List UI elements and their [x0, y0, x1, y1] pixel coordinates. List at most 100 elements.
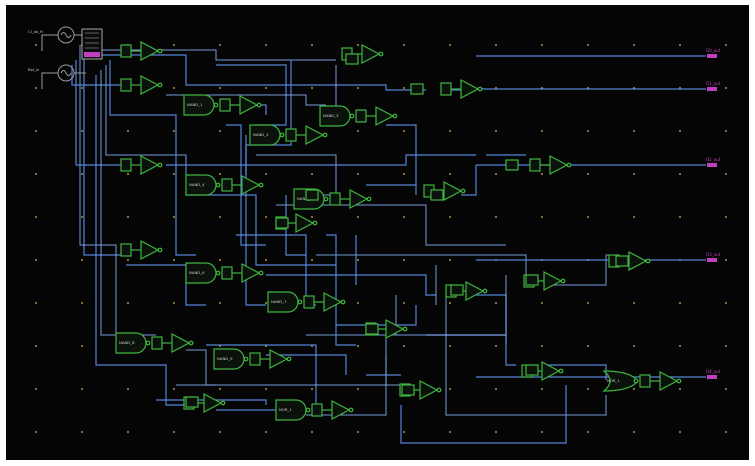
node-box[interactable] [525, 274, 539, 286]
input-label: Cl_ok_H [28, 29, 43, 34]
grid-dot [587, 216, 589, 218]
node-box[interactable] [505, 159, 519, 171]
logic-gate[interactable]: NAND_3 [319, 105, 355, 127]
buffer-gate[interactable] [355, 106, 398, 126]
clock-block[interactable] [81, 28, 103, 60]
buffer-gate[interactable] [440, 79, 483, 99]
grid-dot [403, 431, 405, 433]
grid-dot [587, 130, 589, 132]
grid-dot [81, 173, 83, 175]
wire [186, 194, 336, 266]
node-box[interactable] [450, 284, 464, 296]
wire [400, 385, 567, 444]
grid-dot [449, 44, 451, 46]
buffer-gate[interactable] [120, 240, 163, 260]
logic-gate[interactable]: NAND_9 [213, 348, 249, 370]
buffer-gate[interactable] [608, 251, 651, 271]
grid-dot [541, 173, 543, 175]
node-box[interactable] [345, 53, 359, 65]
logic-gate[interactable]: NOR_1 [275, 399, 311, 421]
gate-label: NAND_6 [189, 270, 205, 275]
grid-dot [541, 431, 543, 433]
gate-label: NOR_1 [607, 378, 620, 383]
wire [426, 334, 516, 366]
grid-dot [587, 302, 589, 304]
grid-dot [679, 302, 681, 304]
buffer-gate[interactable] [285, 125, 328, 145]
input-source[interactable]: Cl_ok_H [28, 26, 86, 51]
grid-dot [219, 173, 221, 175]
output-pin-marker [707, 87, 717, 91]
buffer-gate[interactable] [423, 181, 466, 201]
output-label: Q2_out [706, 157, 721, 162]
grid-dot [679, 345, 681, 347]
logic-gate[interactable]: NAND_6 [185, 262, 221, 284]
grid-dot [265, 87, 267, 89]
grid-dot [633, 130, 635, 132]
grid-dot [403, 173, 405, 175]
buffer-gate[interactable] [221, 175, 264, 195]
node-box[interactable] [430, 189, 444, 201]
output-pin-marker [707, 375, 717, 379]
output-label: Q3_out [706, 252, 721, 257]
logic-gate[interactable]: NAND_4 [185, 174, 221, 196]
component-layer: NAND_1NAND_2NAND_3NAND_4NAND_5NAND_6NAND… [115, 41, 682, 421]
grid-dot [127, 216, 129, 218]
output-pin[interactable]: Q1_out [706, 81, 721, 91]
grid-dot [311, 259, 313, 261]
node-box[interactable] [365, 323, 379, 335]
grid-dot [357, 302, 359, 304]
wire [366, 184, 417, 195]
wire [461, 165, 477, 196]
grid-dot [265, 216, 267, 218]
buffer-gate[interactable] [303, 292, 346, 312]
node-box[interactable] [615, 255, 629, 267]
buffer-gate[interactable] [639, 371, 682, 391]
node-box[interactable] [305, 189, 319, 201]
buffer-gate[interactable] [221, 263, 264, 283]
logic-gate[interactable]: NOR_1 [602, 370, 639, 392]
wire [245, 60, 292, 175]
logic-gate[interactable]: NAND_8 [115, 332, 151, 354]
node-box[interactable] [401, 384, 415, 396]
buffer-gate[interactable] [249, 349, 292, 369]
logic-gate[interactable]: NAND_1 [183, 94, 219, 116]
output-pin[interactable]: Q2_out [706, 157, 721, 167]
wire [126, 264, 206, 306]
grid-dot [219, 431, 221, 433]
grid-dot [725, 259, 727, 261]
buffer-gate[interactable] [219, 95, 262, 115]
node-box[interactable] [275, 217, 289, 229]
buffer-gate[interactable] [120, 155, 163, 175]
gate-label: NAND_9 [217, 356, 233, 361]
wire [109, 60, 196, 256]
output-pin[interactable]: Q4_out [706, 369, 721, 379]
buffer-gate[interactable] [329, 189, 372, 209]
logic-gate[interactable]: NAND_2 [249, 124, 285, 146]
buffer-gate[interactable] [151, 333, 194, 353]
grid-dot [127, 130, 129, 132]
buffer-gate[interactable] [311, 400, 354, 420]
circuit-schematic[interactable]: NAND_1NAND_2NAND_3NAND_4NAND_5NAND_6NAND… [6, 5, 749, 460]
node-box[interactable] [410, 83, 424, 95]
grid-dot [127, 431, 129, 433]
output-pin-marker [707, 163, 717, 167]
grid-dot [357, 259, 359, 261]
output-pin-marker [707, 54, 717, 58]
buffer-gate[interactable] [120, 41, 163, 61]
node-box[interactable] [525, 364, 539, 376]
node-box[interactable] [185, 396, 199, 408]
buffer-gate[interactable] [120, 75, 163, 95]
grid-dot [35, 431, 37, 433]
grid-dot [587, 431, 589, 433]
buffer-gate[interactable] [529, 155, 572, 175]
output-pin[interactable]: Q3_out [706, 252, 721, 262]
input-source[interactable]: Rst_in [28, 64, 86, 89]
wire [166, 94, 326, 106]
grid-dot [173, 216, 175, 218]
output-pin[interactable]: Q0_out [706, 48, 721, 58]
logic-gate[interactable]: NAND_7 [267, 291, 303, 313]
